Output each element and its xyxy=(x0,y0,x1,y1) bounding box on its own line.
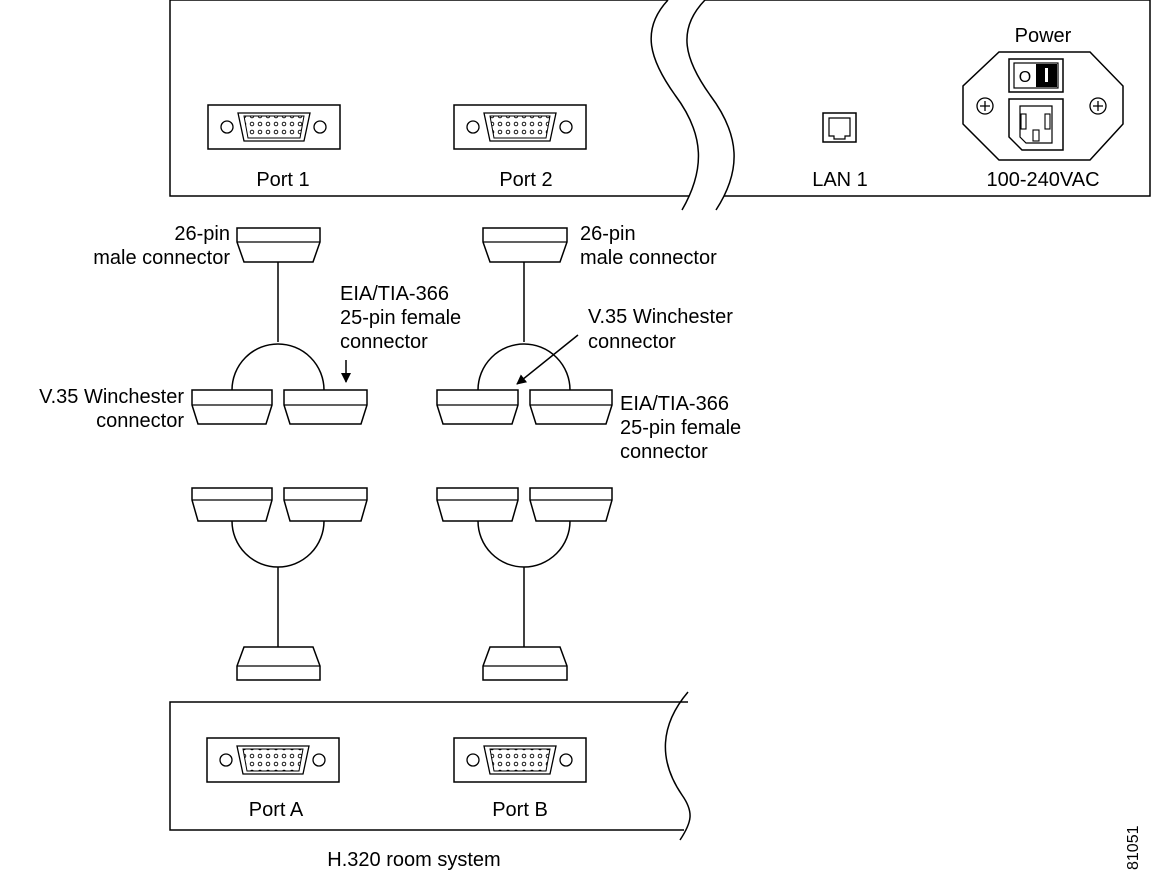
lan-1-port[interactable] xyxy=(822,112,857,143)
port-b-connector[interactable] xyxy=(453,737,587,783)
panel-break-line-left xyxy=(650,0,700,211)
left-eia-label-line1: EIA/TIA-366 xyxy=(340,283,449,305)
right-eia-label-line2: 25-pin female xyxy=(620,417,741,439)
port-2-connector[interactable] xyxy=(453,104,587,150)
iec-power-inlet[interactable] xyxy=(1008,98,1064,151)
right-26-pin-label-line2: male connector xyxy=(580,247,717,269)
right-26-pin-label-line1: 26-pin xyxy=(580,223,636,245)
right-lower-cable xyxy=(436,487,613,681)
right-room-system-connector[interactable] xyxy=(482,646,568,681)
port-2-label: Port 2 xyxy=(499,169,552,191)
right-eia-label-line1: EIA/TIA-366 xyxy=(620,393,729,415)
left-lower-v35-connector[interactable] xyxy=(191,487,273,522)
left-v35-label-line2: connector xyxy=(96,410,184,432)
panel-break-line-right xyxy=(686,0,735,211)
left-lower-cable xyxy=(191,487,368,681)
port-a-label: Port A xyxy=(249,799,304,821)
right-26-pin-connector[interactable] xyxy=(482,227,568,263)
right-eia-tia-366-connector[interactable] xyxy=(529,389,613,425)
port-b-label: Port B xyxy=(492,799,548,821)
room-system-caption: H.320 room system xyxy=(327,849,500,871)
left-cable xyxy=(191,227,368,425)
right-v35-arrow xyxy=(516,334,579,385)
right-eia-label-line3: connector xyxy=(620,441,708,463)
left-v35-label-line1: V.35 Winchester xyxy=(39,386,184,408)
left-26-pin-label-line1: 26-pin xyxy=(174,223,230,245)
left-eia-label-line3: connector xyxy=(340,331,428,353)
right-lower-eia-connector[interactable] xyxy=(529,487,613,522)
figure-id: 81051 xyxy=(1125,825,1142,870)
right-v35-label-line2: connector xyxy=(588,331,676,353)
left-lower-eia-connector[interactable] xyxy=(283,487,368,522)
power-switch[interactable]: O xyxy=(1008,58,1064,93)
left-eia-tia-366-connector[interactable] xyxy=(283,389,368,425)
switch-off-symbol: O xyxy=(1019,69,1031,86)
port-a-connector[interactable] xyxy=(206,737,340,783)
left-room-system-connector[interactable] xyxy=(236,646,321,681)
right-lower-v35-connector[interactable] xyxy=(436,487,519,522)
right-v35-winchester-connector[interactable] xyxy=(436,389,519,425)
left-26-pin-label-line2: male connector xyxy=(93,247,230,269)
left-eia-label-line2: 25-pin female xyxy=(340,307,461,329)
left-v35-winchester-connector[interactable] xyxy=(191,389,273,425)
h320-room-system-panel xyxy=(169,691,692,841)
port-1-label: Port 1 xyxy=(256,169,309,191)
bottom-panel-break-line xyxy=(664,691,691,841)
right-cable xyxy=(436,227,613,425)
switch-on-symbol-icon xyxy=(1045,68,1048,82)
left-26-pin-connector[interactable] xyxy=(236,227,321,263)
lan-1-label: LAN 1 xyxy=(812,169,868,191)
port-1-connector[interactable] xyxy=(207,104,341,150)
power-label: Power xyxy=(1015,25,1072,47)
power-rating-label: 100-240VAC xyxy=(986,169,1099,191)
right-v35-label-line1: V.35 Winchester xyxy=(588,306,733,328)
